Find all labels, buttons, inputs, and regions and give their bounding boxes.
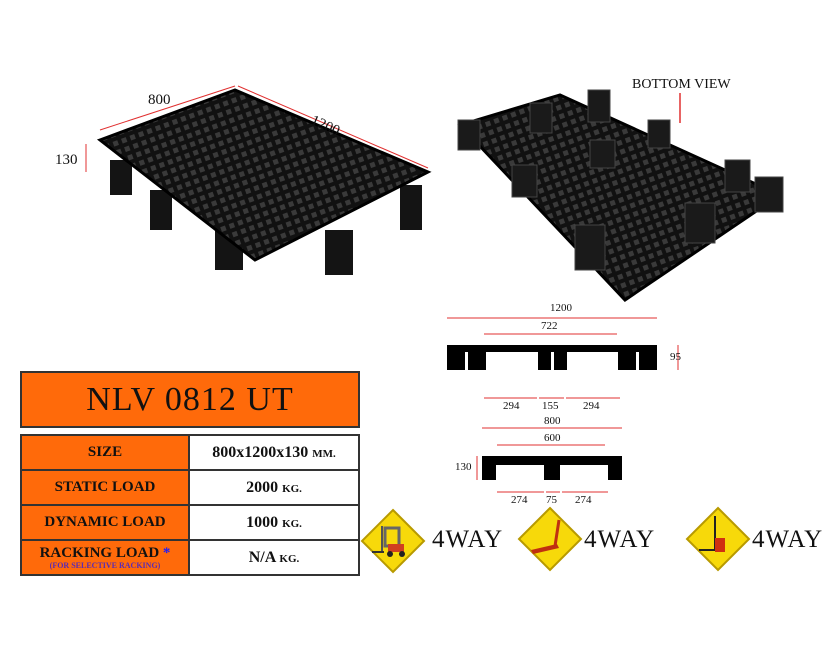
long-overall-label: 1200 <box>550 302 572 314</box>
spec-label: SIZE <box>20 434 190 471</box>
spec-value: N/A KG. <box>188 539 360 576</box>
product-model-title: NLV 0812 UT <box>20 371 360 428</box>
pallet-feet <box>457 89 784 271</box>
short-height-label: 130 <box>455 461 472 473</box>
pallet-bottom-view-image <box>457 89 784 302</box>
forklift-icon <box>360 508 426 574</box>
electric-stacker-icon <box>685 506 751 572</box>
spec-table: SIZE 800x1200x130 MM. STATIC LOAD 2000 K… <box>20 434 360 576</box>
entry-label: 4WAY <box>584 526 656 553</box>
spec-label: RACKING LOAD *(FOR SELECTIVE RACKING) <box>20 539 190 576</box>
spec-label: STATIC LOAD <box>20 469 190 506</box>
gap-label: 274 <box>511 494 528 506</box>
gap-label: 75 <box>546 494 557 506</box>
long-inner-label: 722 <box>541 320 558 332</box>
short-side-profile <box>482 456 622 480</box>
racking-note: (FOR SELECTIVE RACKING) <box>49 561 161 570</box>
long-side-profile <box>447 345 657 370</box>
pallet-deck <box>96 88 432 262</box>
long-height-label: 95 <box>670 351 681 363</box>
gap-label: 274 <box>575 494 592 506</box>
gap-label: 155 <box>542 400 559 412</box>
short-inner-label: 600 <box>544 432 561 444</box>
gap-label: 294 <box>583 400 600 412</box>
spec-label: DYNAMIC LOAD <box>20 504 190 541</box>
spec-value: 1000 KG. <box>188 504 360 541</box>
entry-label: 4WAY <box>752 526 824 553</box>
spec-value: 2000 KG. <box>188 469 360 506</box>
short-overall-label: 800 <box>544 415 561 427</box>
spec-value: 800x1200x130 MM. <box>188 434 360 471</box>
table-row: SIZE 800x1200x130 MM. <box>20 434 360 471</box>
hand-pallet-truck-icon <box>517 506 583 572</box>
width-dimension-label: 800 <box>148 92 171 108</box>
bottom-view-label: BOTTOM VIEW <box>632 77 731 92</box>
table-row: RACKING LOAD *(FOR SELECTIVE RACKING) N/… <box>20 539 360 576</box>
side-view-diagrams <box>447 317 679 493</box>
pallet-top-view-image <box>85 85 432 275</box>
height-dimension-label: 130 <box>55 152 78 168</box>
entry-label: 4WAY <box>432 526 504 553</box>
dimension-lines <box>85 85 429 172</box>
table-row: STATIC LOAD 2000 KG. <box>20 469 360 506</box>
gap-label: 294 <box>503 400 520 412</box>
table-row: DYNAMIC LOAD 1000 KG. <box>20 504 360 541</box>
